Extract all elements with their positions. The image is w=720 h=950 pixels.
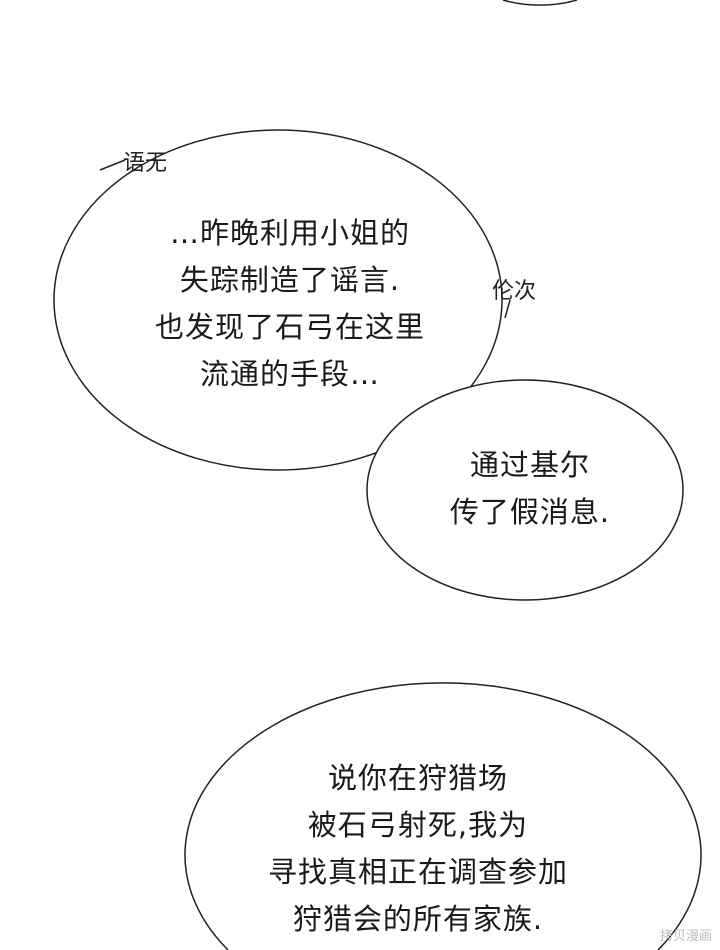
bubble-3-text: 说你在狩猎场 被石弓射死,我为 寻找真相正在调查参加 狩猎会的所有家族. <box>228 755 608 943</box>
sfx-text-1: 语无 <box>123 151 168 176</box>
bubble-1-text: …昨晚利用小姐的 失踪制造了谣言. 也发现了石弓在这里 流通的手段… <box>90 210 490 398</box>
bubble-2-text: 通过基尔 传了假消息. <box>400 442 660 536</box>
dialogue-line: 狩猎会的所有家族. <box>292 902 544 936</box>
dialogue-line: 寻找真相正在调查参加 <box>267 855 568 889</box>
watermark: 拷贝漫画 <box>659 929 712 944</box>
dialogue-line: 也发现了石弓在这里 <box>154 310 425 344</box>
bubble-1-outline <box>53 129 503 471</box>
sfx-stroke <box>504 299 511 319</box>
dialogue-line: 传了假消息. <box>449 495 611 529</box>
dialogue-line: 失踪制造了谣言. <box>179 263 401 297</box>
sfx-stroke <box>99 159 126 171</box>
dialogue-line: 流通的手段… <box>199 357 380 391</box>
bubble-2-outline <box>366 379 684 601</box>
dialogue-line: 被石弓射死,我为 <box>307 808 529 842</box>
dialogue-line: 通过基尔 <box>469 448 590 482</box>
dialogue-line: 说你在狩猎场 <box>327 761 508 795</box>
dialogue-line: …昨晚利用小姐的 <box>169 216 410 250</box>
top-bubble-edge <box>502 0 578 6</box>
bubble-3-outline <box>184 682 702 950</box>
sfx-text-2: 伦次 <box>492 279 537 304</box>
